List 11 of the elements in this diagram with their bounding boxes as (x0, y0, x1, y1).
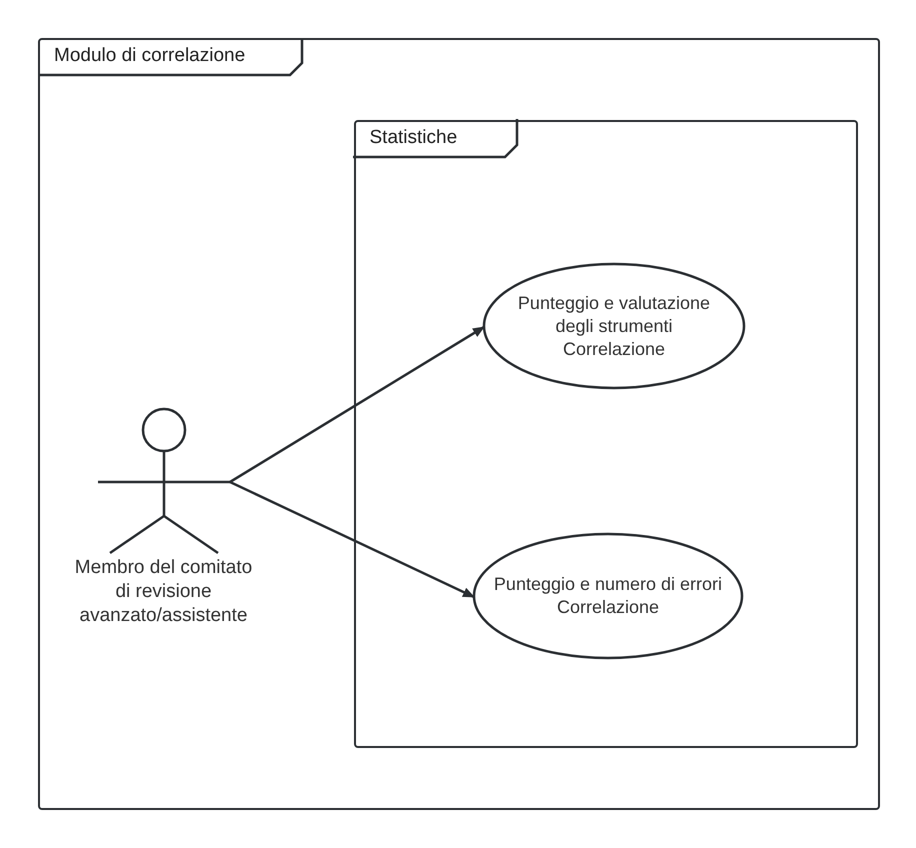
frame-box (38, 38, 880, 810)
frame-box (354, 120, 858, 748)
frame-title: Modulo di correlazione (54, 45, 246, 67)
use-case-label: Punteggio e numero di errori (494, 573, 722, 596)
arrow (229, 326, 485, 484)
use-case-label: Correlazione (562, 338, 666, 360)
frame-title: Statistiche (370, 126, 458, 148)
use-case-label: Correlazione (556, 596, 660, 619)
arrow (229, 480, 475, 598)
actor-label: Membro del comitato di revisione avanzato/assistente (74, 556, 254, 628)
use-case-label: Punteggio e valutazione degli strumenti (516, 292, 712, 338)
